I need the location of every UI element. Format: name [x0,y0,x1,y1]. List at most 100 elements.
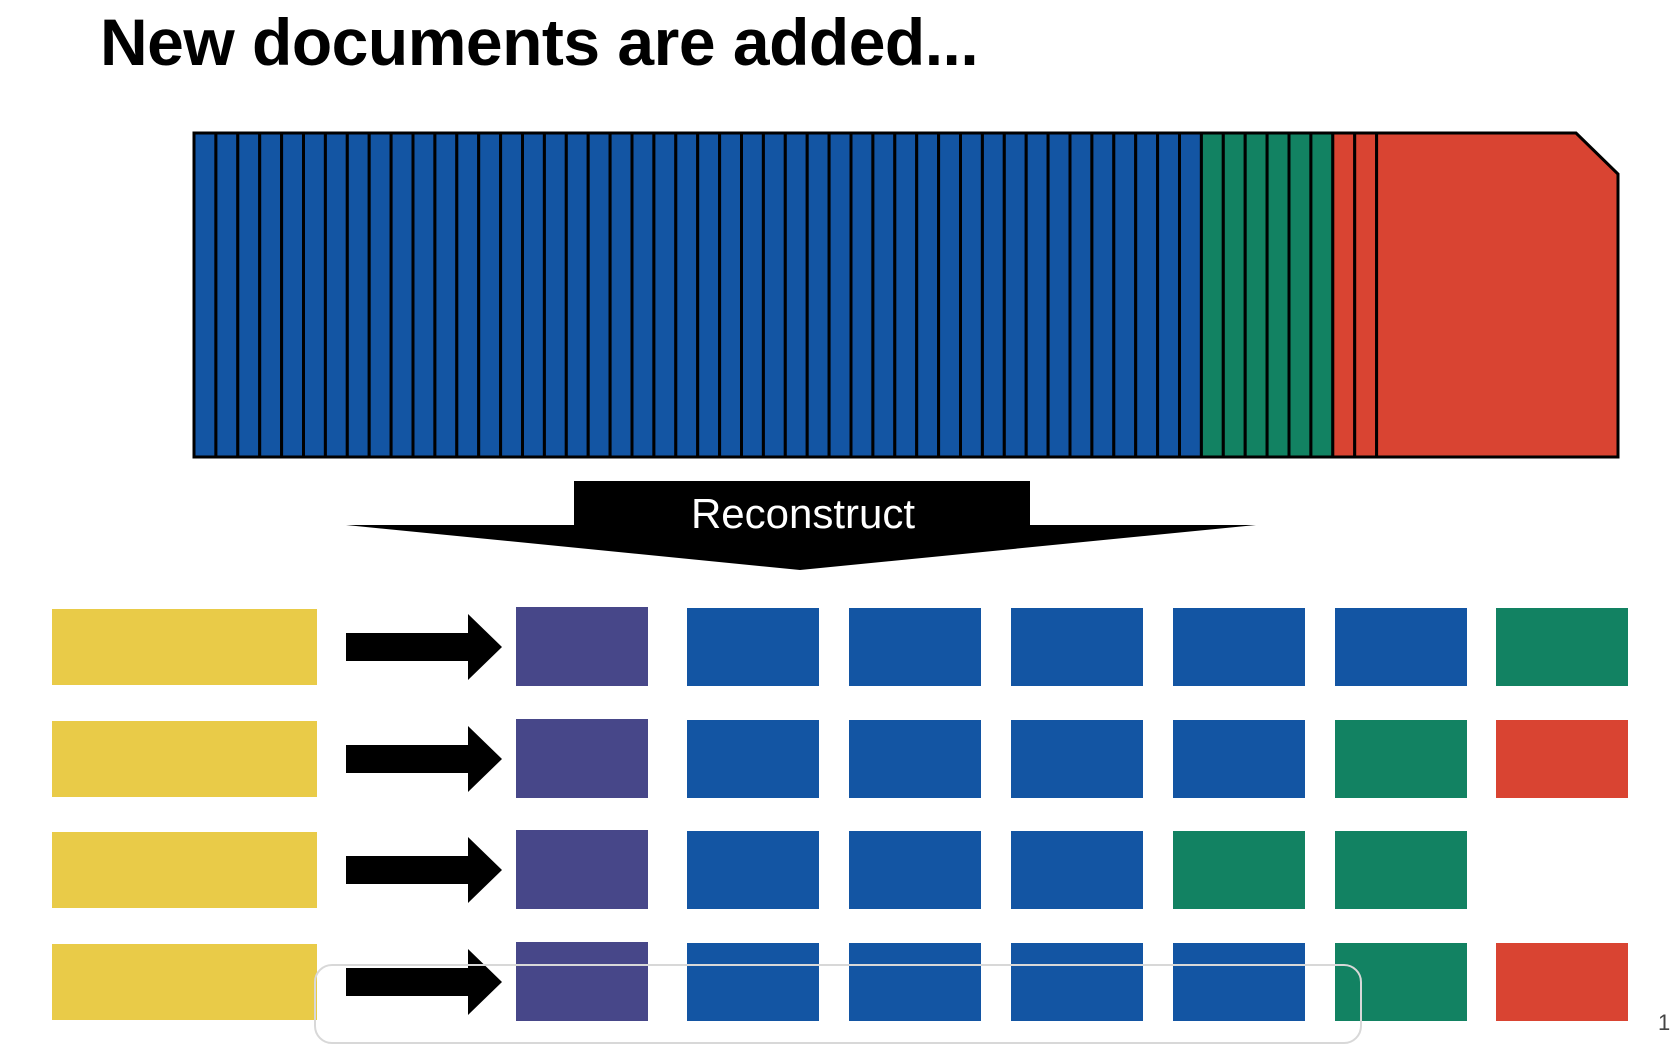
cell-blue [1011,720,1143,798]
cell-red [1496,943,1628,1021]
slide-number: 1 [1658,1010,1671,1035]
bar-segment-blue [608,131,634,459]
bar-segment-blue [761,131,787,459]
reconstruct-arrow-shaft [574,481,1030,527]
reconstruct-label: Reconstruct [691,490,915,537]
bar-segment-blue [367,131,393,459]
bar-segment-blue [258,131,284,459]
cell-blue [849,608,981,686]
bar-segment-blue [959,131,984,459]
bar-segment-blue [980,131,1006,459]
bar-segment-blue [280,131,306,459]
bar-segment-blue [783,131,809,459]
cell-blue [687,831,819,909]
cell-blue [1173,943,1305,1021]
cell-blue [1173,608,1305,686]
bar-segment-blue [499,131,525,459]
bar-segment-blue [214,131,240,459]
query-block [52,609,317,685]
reconstruct-arrow: Reconstruct [346,481,1256,570]
query-block [52,944,317,1020]
bar-segment-blue [740,131,765,459]
purple-block [516,607,648,686]
bar-segment-green [1221,131,1247,459]
bar-segment-blue [1112,131,1138,459]
bar-segment-blue [1134,131,1160,459]
row-arrow [346,837,502,903]
bar-segment-blue [345,131,371,459]
reconstruct-arrow-head [346,525,1256,570]
bar-segment-blue [433,131,459,459]
bar-segment-green [1287,131,1313,459]
reconstructed-rows [52,607,1628,1021]
bar-segment-blue [915,131,941,459]
cell-blue [849,720,981,798]
row-arrow [346,949,502,1015]
slide-title: New documents are added... [100,5,979,79]
bar-segment-blue [1024,131,1050,459]
bar-segment-blue [564,131,590,459]
overlay-card [314,964,1362,1044]
cell-green [1335,943,1467,1021]
purple-block [516,942,648,1021]
bar-final-block [1375,131,1620,459]
bar-segment-green [1309,131,1335,459]
cell-green [1335,720,1467,798]
bar-segment-blue [696,131,722,459]
bar-segment-blue [805,131,831,459]
cell-red [1496,720,1628,798]
bar-segment-green [1243,131,1269,459]
bar-segment-blue [586,131,612,459]
bar-segment-blue [236,131,262,459]
bar-segment-blue [411,131,437,459]
purple-block [516,719,648,798]
bar-segment-blue [827,131,853,459]
cell-blue [687,608,819,686]
bar-segment-blue [630,131,656,459]
bar-segment-blue [937,131,962,459]
bar-segment-blue [893,131,919,459]
cell-blue [1011,608,1143,686]
bar-segment-blue [192,131,218,459]
purple-block [516,830,648,909]
cell-blue [687,720,819,798]
bar-segment-blue [674,131,700,459]
bar-segment-blue [542,131,568,459]
bar-segment-red [1331,131,1357,459]
cell-blue [849,943,981,1021]
bar-segment-blue [1178,131,1203,459]
cell-green [1173,831,1305,909]
bar-segment-blue [455,131,481,459]
bar-segment-blue [849,131,875,459]
cell-blue [1335,608,1467,686]
bar-segment-green [1265,131,1291,459]
document-segment-bar [192,131,1620,459]
cell-blue [1173,720,1305,798]
bar-segment-blue [718,131,743,459]
cell-blue [849,831,981,909]
bar-segment-blue [521,131,546,459]
bar-segment-blue [323,131,349,459]
cell-green [1496,608,1628,686]
row-arrow [346,726,502,792]
bar-segment-blue [871,131,897,459]
bar-segment-blue [1068,131,1094,459]
bar-segment-blue [1002,131,1028,459]
cell-blue [687,943,819,1021]
bar-segment-blue [302,131,327,459]
query-block [52,832,317,908]
cell-blue [1011,831,1143,909]
bar-segment-red [1353,131,1379,459]
row-arrow [346,614,502,680]
bar-segment-blue [477,131,503,459]
bar-segment-blue [1090,131,1116,459]
query-block [52,721,317,797]
bar-segment-blue [1046,131,1072,459]
bar-segment-blue [652,131,678,459]
cell-blue [1011,943,1143,1021]
bar-segment-blue [389,131,415,459]
bar-segment-green [1199,131,1225,459]
bar-segment-blue [1156,131,1181,459]
cell-green [1335,831,1467,909]
